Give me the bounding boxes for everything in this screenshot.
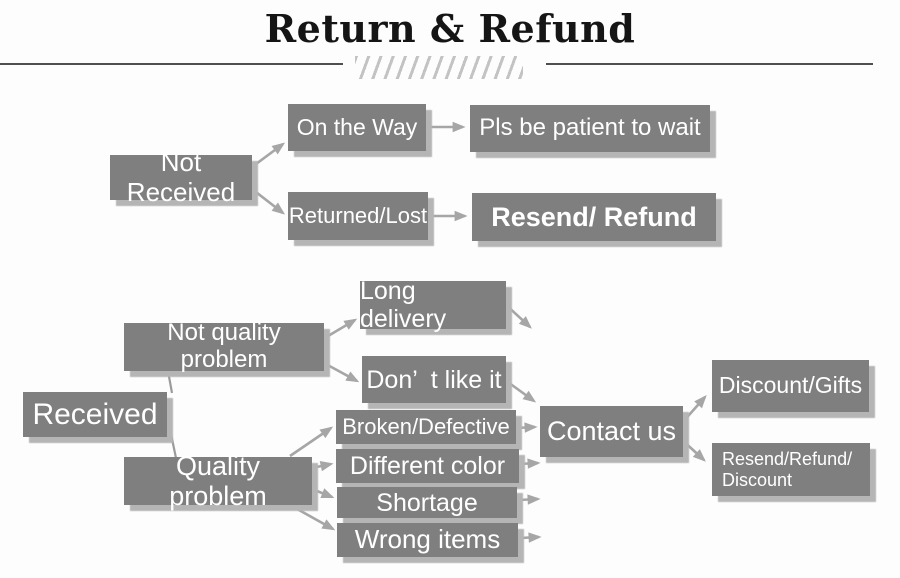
node-wrong-items: Wrong items bbox=[337, 523, 518, 557]
node-different-color: Different color bbox=[336, 449, 519, 483]
title-rule-left bbox=[0, 63, 343, 65]
node-not-received: Not Received bbox=[110, 148, 252, 206]
link-received-to-quality-problem bbox=[169, 433, 178, 459]
node-long-delivery: Long delivery bbox=[360, 277, 506, 333]
arrow-not-received-to-returned-lost bbox=[251, 187, 286, 215]
arrow-quality-problem-to-different-color bbox=[311, 461, 334, 472]
node-resend-refund-discount: Resend/Refund/ Discount bbox=[712, 443, 870, 496]
node-dont-like-it: Don’ t like it bbox=[362, 356, 506, 403]
arrow-broken-defective-to-contact-us bbox=[515, 422, 538, 433]
node-resend-refund: Resend/ Refund bbox=[472, 193, 716, 241]
arrow-contact-us-to-discount-gifts bbox=[680, 395, 707, 425]
arrow-quality-problem-to-broken-defective bbox=[289, 426, 334, 458]
node-quality-problem: Quality problem bbox=[124, 451, 312, 511]
arrow-shortage-out bbox=[518, 494, 541, 505]
node-discount-gifts: Discount/Gifts bbox=[712, 360, 869, 412]
arrow-not-received-to-on-the-way bbox=[251, 142, 286, 169]
arrow-wrong-items-out bbox=[519, 532, 542, 543]
page-title: Return & Refund bbox=[264, 6, 636, 51]
node-shortage: Shortage bbox=[337, 487, 517, 518]
title-rule-right bbox=[546, 63, 873, 65]
node-contact-us: Contact us bbox=[540, 406, 683, 457]
arrow-long-delivery-out bbox=[504, 303, 532, 329]
arrow-dont-like-it-to-contact-us bbox=[504, 378, 537, 403]
arrow-different-color-to-contact-us bbox=[518, 458, 541, 469]
node-received: Received bbox=[23, 392, 167, 437]
node-on-the-way: On the Way bbox=[288, 104, 426, 151]
node-returned-lost: Returned/Lost bbox=[288, 192, 428, 240]
node-not-quality-problem: Not quality problem bbox=[124, 319, 324, 373]
arrow-quality-problem-to-wrong-items bbox=[289, 503, 336, 531]
link-received-to-not-quality-problem bbox=[166, 370, 174, 394]
node-broken-defective: Broken/Defective bbox=[336, 410, 516, 444]
arrow-not-quality-problem-to-dont-like-it bbox=[323, 361, 360, 383]
arrow-quality-problem-to-shortage bbox=[311, 487, 335, 499]
arrow-not-quality-problem-to-long-delivery bbox=[322, 318, 358, 341]
title-hatch-decoration bbox=[355, 56, 523, 79]
arrow-contact-us-to-resend-refund-discount bbox=[680, 438, 706, 462]
node-pls-be-patient-to-wait: Pls be patient to wait bbox=[470, 105, 710, 152]
